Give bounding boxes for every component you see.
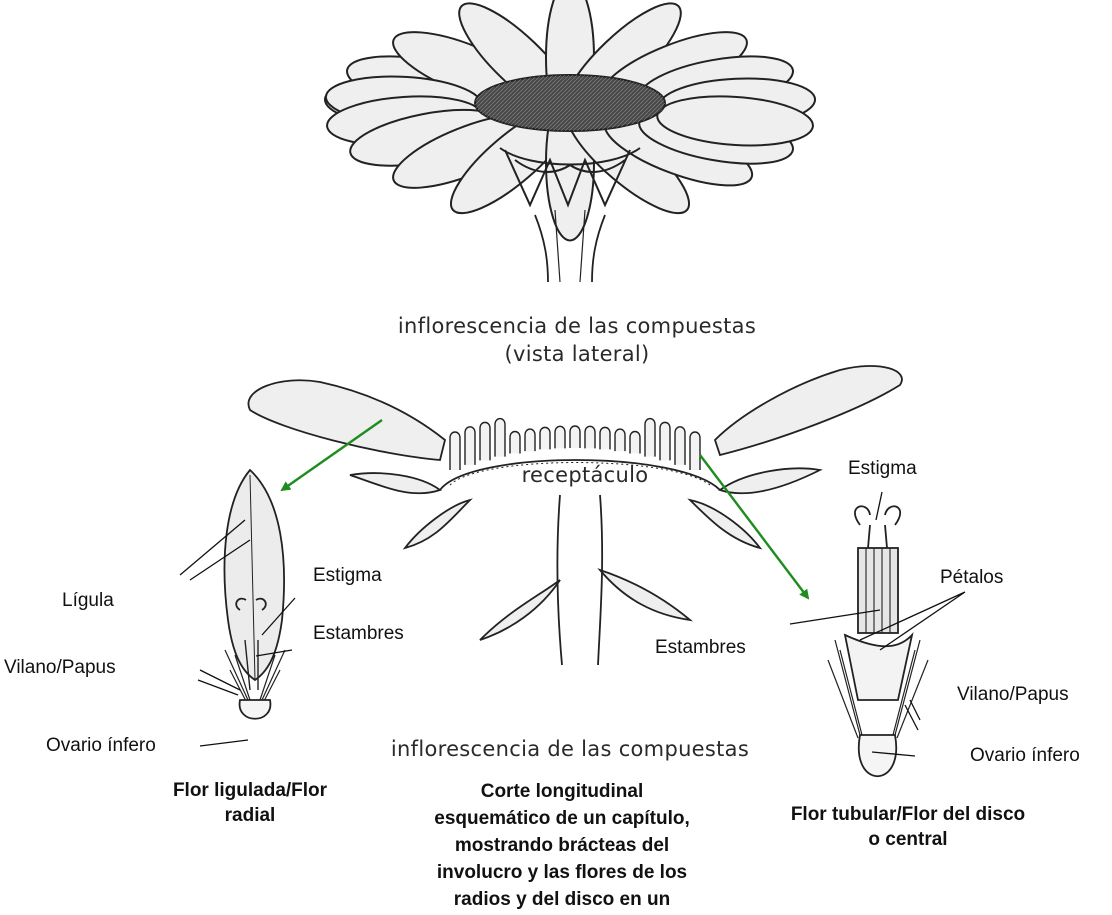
disk-floret: [525, 429, 535, 451]
label-ovario-right: Ovario ínfero: [970, 745, 1080, 767]
disk-floret: [585, 426, 595, 448]
label-ovario-left: Ovario ínfero: [46, 735, 156, 757]
label-vilano-right: Vilano/Papus: [957, 684, 1069, 706]
disk-floret: [450, 432, 460, 470]
caption-side-view: inflorescencia de las compuestas: [372, 313, 782, 339]
title-ligulate-line2: radial: [130, 803, 370, 828]
title-tubular-line2: o central: [758, 827, 1058, 852]
disk-floret: [690, 432, 700, 470]
caption-receptacle: receptáculo: [510, 462, 660, 488]
label-estigma-left: Estigma: [313, 565, 382, 587]
tubular-flower: [828, 506, 928, 776]
ligulate-flower: [224, 470, 285, 719]
capitulum-section: [248, 366, 901, 665]
title-ligulate-flower: Flor ligulada/Flor radial: [130, 778, 370, 828]
disk-floret: [675, 427, 685, 465]
disk-floret: [555, 426, 565, 448]
description-line: mostrando brácteas del: [392, 832, 732, 859]
title-tubular-flower: Flor tubular/Flor del disco o central: [758, 802, 1058, 852]
description-line: involucro y las flores de los: [392, 859, 732, 886]
label-estambres-left: Estambres: [313, 623, 404, 645]
caption-side-view-sub: (vista lateral): [372, 341, 782, 367]
disk-floret: [645, 419, 655, 457]
disk-floret: [630, 432, 640, 454]
label-estambres-right: Estambres: [655, 637, 746, 659]
title-tubular-line1: Flor tubular/Flor del disco: [758, 802, 1058, 827]
description-line: esquemático de un capítulo,: [392, 805, 732, 832]
section-description: Corte longitudinal esquemático de un cap…: [392, 778, 732, 913]
label-ligula: Lígula: [62, 590, 114, 612]
title-ligulate-line1: Flor ligulada/Flor: [130, 778, 370, 803]
description-line: Corte longitudinal: [392, 778, 732, 805]
disk-floret: [615, 429, 625, 451]
disk-floret: [480, 422, 490, 460]
label-estigma-right: Estigma: [848, 458, 917, 480]
disk-floret: [495, 419, 505, 457]
caption-section: inflorescencia de las compuestas: [360, 736, 780, 762]
disk-floret: [600, 427, 610, 449]
disk-floret: [510, 432, 520, 454]
description-line: radios y del disco en un: [392, 886, 732, 913]
disk-floret: [540, 427, 550, 449]
label-petalos: Pétalos: [940, 567, 1003, 589]
daisy-side-view: [324, 0, 816, 282]
disk-floret: [570, 426, 580, 448]
disk-floret: [465, 427, 475, 465]
disk-floret: [660, 422, 670, 460]
label-vilano-left: Vilano/Papus: [4, 657, 116, 679]
